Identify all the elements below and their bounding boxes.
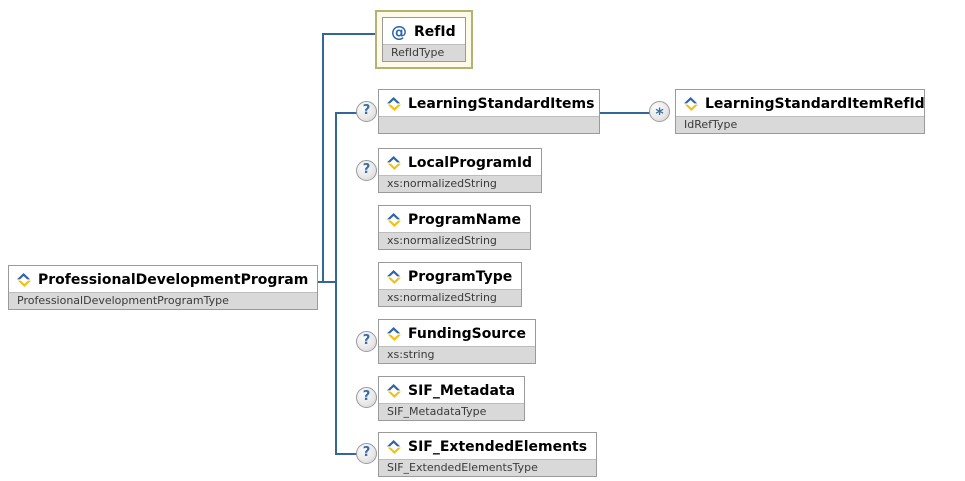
node-professionaldevelopmentprogram[interactable]: ProfessionalDevelopmentProgram Professio… [8,265,319,310]
node-title: ProgramName [379,206,530,232]
node-title: LearningStandardItemRefId [676,90,925,116]
optional-indicator-sifextendedelements: ? [356,443,377,464]
node-title: @ RefId [383,18,465,44]
node-localprogramid[interactable]: LocalProgramId xs:normalizedString [378,148,543,193]
node-learningstandarditemrefid[interactable]: LearningStandardItemRefId IdRefType [675,89,925,134]
node-type: xs:string [379,346,535,363]
attribute-icon: @ [391,21,407,41]
connector-branch-learningstandarditems [335,112,361,114]
element-icon [387,155,401,170]
element-icon [387,269,401,284]
optional-indicator-sifmetadata: ? [356,387,377,408]
node-type: SIF_MetadataType [379,403,525,420]
node-learningstandarditems[interactable]: LearningStandardItems [378,89,600,134]
node-sifextendedelements[interactable]: SIF_ExtendedElements SIF_ExtendedElement… [378,432,598,477]
node-refid-highlight[interactable]: @ RefId RefIdType [375,10,473,69]
connector-branch-refid [322,33,375,35]
connector-branch-sifextendedelements [335,453,361,455]
node-label: ProfessionalDevelopmentProgram [38,271,309,288]
node-title: ProfessionalDevelopmentProgram [9,266,318,292]
connector-trunk-lower [335,112,337,455]
element-icon [387,326,401,341]
optional-indicator-learningstandarditems: ? [356,101,377,122]
node-title: SIF_ExtendedElements [379,433,597,459]
connector-trunk-upper [322,33,324,283]
node-programtype[interactable]: ProgramType xs:normalizedString [378,262,523,307]
element-icon [387,439,401,454]
node-label: SIF_Metadata [408,382,516,399]
element-icon [17,272,31,287]
node-type: RefIdType [383,44,465,61]
connector-learningstandarditemrefid [599,112,652,114]
node-label: FundingSource [408,325,526,342]
node-title: LocalProgramId [379,149,542,175]
node-label: RefId [414,23,456,40]
node-type: IdRefType [676,116,924,133]
node-type: xs:normalizedString [379,175,542,192]
node-label: SIF_ExtendedElements [408,438,588,455]
element-icon [387,212,401,227]
node-type [379,116,599,133]
node-title: LearningStandardItems [379,90,599,116]
element-icon [387,96,401,111]
node-label: ProgramName [408,211,521,228]
node-sifmetadata[interactable]: SIF_Metadata SIF_MetadataType [378,376,526,421]
node-type: SIF_ExtendedElementsType [379,459,597,476]
node-title: ProgramType [379,263,522,289]
node-label: LearningStandardItemRefId [705,95,925,112]
element-icon [684,96,698,111]
node-fundingsource[interactable]: FundingSource xs:string [378,319,536,364]
node-label: LearningStandardItems [408,95,595,112]
optional-indicator-fundingsource: ? [356,331,377,352]
node-type: xs:normalizedString [379,232,530,249]
node-title: FundingSource [379,320,535,346]
node-type: ProfessionalDevelopmentProgramType [9,292,318,309]
many-indicator-learningstandarditemrefid: * [649,101,670,123]
optional-indicator-localprogramid: ? [356,160,377,181]
node-label: ProgramType [408,268,513,285]
node-label: LocalProgramId [408,154,533,171]
node-title: SIF_Metadata [379,377,525,403]
element-icon [387,383,401,398]
node-programname[interactable]: ProgramName xs:normalizedString [378,205,531,250]
node-type: xs:normalizedString [379,289,522,306]
node-refid[interactable]: @ RefId RefIdType [382,17,466,62]
